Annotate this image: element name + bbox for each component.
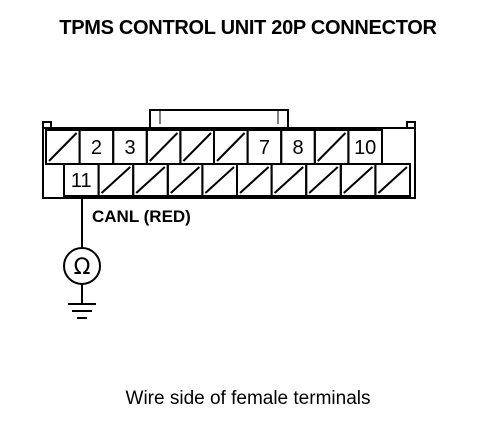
empty-terminal-slash — [216, 132, 246, 162]
diagram-caption: Wire side of female terminals — [125, 388, 371, 409]
terminal-cell — [374, 163, 411, 197]
terminal-cell — [305, 163, 342, 197]
empty-terminal-slash — [100, 166, 131, 194]
terminal-cell — [145, 129, 182, 165]
terminal-number: 2 — [91, 137, 102, 159]
terminal-number: 3 — [124, 137, 135, 159]
terminal-cells — [45, 129, 411, 197]
terminal-number: 8 — [292, 137, 303, 159]
terminal-cell — [201, 163, 238, 197]
empty-terminal-slash — [170, 166, 201, 194]
terminal-cell — [179, 129, 215, 165]
connector-shell — [42, 127, 416, 199]
empty-terminal-slash — [273, 166, 304, 194]
terminal-cell — [313, 129, 350, 165]
empty-terminal-slash — [343, 166, 374, 194]
lock-tab — [149, 109, 289, 128]
ohm-symbol: Ω — [74, 255, 91, 280]
empty-terminal-slash — [204, 166, 235, 194]
connector-housing — [42, 109, 416, 199]
ohmmeter-icon: Ω — [63, 247, 101, 285]
terminal-number: 7 — [259, 137, 270, 159]
empty-terminal-slash — [239, 166, 270, 194]
diagram-title: TPMS CONTROL UNIT 20P CONNECTOR — [59, 17, 437, 39]
terminal-number: 10 — [354, 137, 376, 159]
empty-terminal-slash — [149, 132, 179, 162]
terminal-cell — [45, 129, 81, 165]
right-nub — [406, 121, 416, 129]
ground-icon — [68, 303, 96, 319]
empty-terminal-slash — [48, 132, 78, 162]
terminal-cell — [339, 163, 377, 197]
left-nub — [42, 121, 52, 129]
empty-terminal-slash — [182, 132, 212, 162]
empty-terminal-slash — [377, 166, 408, 194]
empty-terminal-slash — [135, 166, 166, 194]
terminal-cell — [166, 163, 204, 197]
wire-label: CANL (RED) — [92, 207, 191, 226]
terminal-cell-box — [374, 163, 411, 197]
terminal-cell — [236, 163, 273, 197]
empty-terminal-slash — [317, 132, 347, 162]
terminal-cell — [132, 163, 169, 197]
empty-terminal-slash — [308, 166, 339, 194]
terminal-cell — [213, 129, 249, 165]
terminal-cell — [97, 163, 135, 197]
terminal-cell — [270, 163, 308, 197]
terminal-number: 11 — [71, 170, 92, 192]
